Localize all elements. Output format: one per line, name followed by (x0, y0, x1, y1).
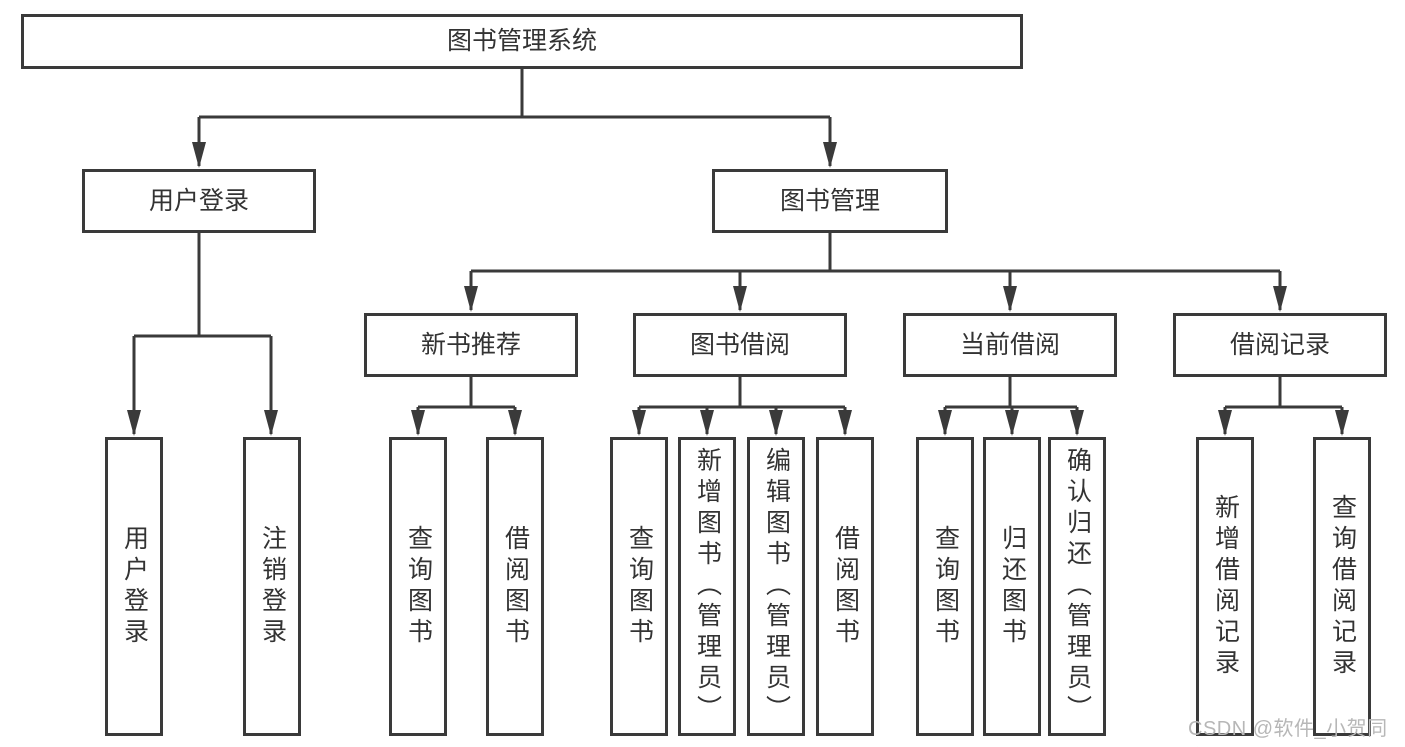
node-bb-edit-book: 编辑图书（管理员） (747, 437, 805, 736)
node-cb-query-book-label: 查询图书 (931, 524, 960, 649)
node-bb-query-book-label: 查询图书 (625, 524, 654, 649)
node-bb-borrow-book-label: 借阅图书 (831, 524, 860, 649)
node-current-borrow: 当前借阅 (903, 313, 1117, 377)
node-cb-return-book: 归还图书 (983, 437, 1041, 736)
node-book-mgmt: 图书管理 (712, 169, 948, 233)
connector-book-borrow-rail (639, 377, 845, 409)
connector-new-book-rec-rail (418, 377, 515, 409)
node-book-mgmt-label: 图书管理 (779, 186, 880, 215)
node-cb-confirm-return-label: 确认归还（管理员） (1063, 447, 1092, 726)
node-nbr-borrow-book: 借阅图书 (486, 437, 544, 736)
node-br-query-record: 查询借阅记录 (1313, 437, 1371, 736)
connector-root-rail (199, 69, 830, 119)
node-nbr-borrow-book-label: 借阅图书 (501, 524, 530, 649)
node-nbr-query-book-label: 查询图书 (404, 524, 433, 649)
node-book-borrow: 图书借阅 (633, 313, 847, 377)
node-leaf-user-login-label: 用户登录 (120, 524, 149, 649)
node-bb-add-book: 新增图书（管理员） (678, 437, 736, 736)
connector-current-borrow-rail (945, 377, 1077, 409)
connector-borrow-records-rail (1225, 377, 1342, 409)
node-cb-confirm-return: 确认归还（管理员） (1048, 437, 1106, 736)
connector-user-login-rail (134, 233, 271, 338)
node-nbr-query-book: 查询图书 (389, 437, 447, 736)
node-borrow-records: 借阅记录 (1173, 313, 1387, 377)
node-borrow-records-label: 借阅记录 (1229, 330, 1330, 359)
node-cb-query-book: 查询图书 (916, 437, 974, 736)
node-leaf-logout: 注销登录 (243, 437, 301, 736)
node-br-query-record-label: 查询借阅记录 (1328, 493, 1357, 680)
connector-book-mgmt-rail (471, 233, 1280, 273)
node-bb-query-book: 查询图书 (610, 437, 668, 736)
watermark: CSDN @软件_小贺同学 (1188, 718, 1388, 740)
node-new-book-rec-label: 新书推荐 (420, 330, 521, 359)
node-user-login-label: 用户登录 (148, 186, 249, 215)
node-new-book-rec: 新书推荐 (364, 313, 578, 377)
node-bb-edit-book-label: 编辑图书（管理员） (762, 447, 791, 726)
node-cb-return-book-label: 归还图书 (998, 524, 1027, 649)
node-book-borrow-label: 图书借阅 (689, 330, 790, 359)
node-bb-add-book-label: 新增图书（管理员） (693, 447, 722, 726)
node-leaf-logout-label: 注销登录 (258, 524, 287, 649)
node-user-login: 用户登录 (82, 169, 316, 233)
node-current-borrow-label: 当前借阅 (959, 330, 1060, 359)
node-br-add-record-label: 新增借阅记录 (1211, 493, 1240, 680)
node-bb-borrow-book: 借阅图书 (816, 437, 874, 736)
node-br-add-record: 新增借阅记录 (1196, 437, 1254, 736)
node-leaf-user-login: 用户登录 (105, 437, 163, 736)
node-root: 图书管理系统 (21, 14, 1023, 69)
node-root-label: 图书管理系统 (446, 27, 597, 55)
